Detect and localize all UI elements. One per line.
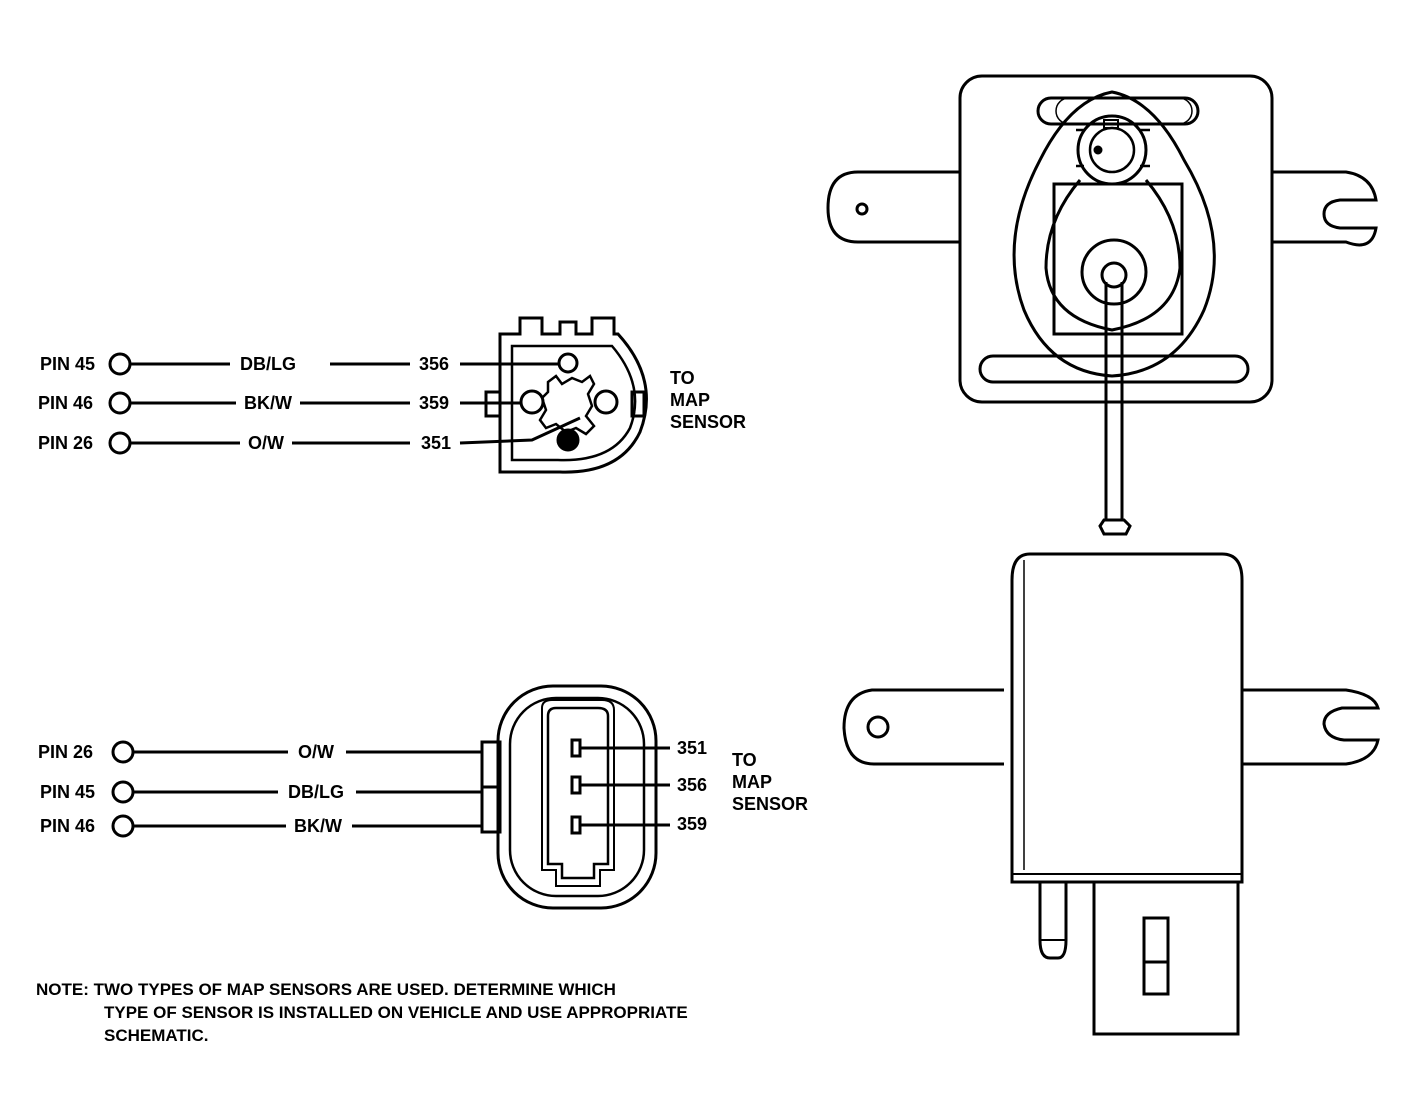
circuit-number-b1: 351 [677, 738, 707, 758]
to-map-sensor-b-line1: TO [732, 750, 757, 770]
pin-label-a2: PIN 46 [38, 393, 93, 413]
wire-a3-right [459, 416, 581, 445]
to-map-sensor-a-line2: MAP [670, 390, 710, 410]
circuit-number-a1: 356 [419, 354, 449, 374]
pin-terminal-a1 [108, 352, 132, 376]
circuit-number-a3: 351 [421, 433, 451, 453]
cavity-356 [557, 352, 579, 374]
wire-color-a2: BK/W [244, 393, 292, 413]
electrical-connector-icon [1076, 114, 1148, 186]
pin-terminal-b2 [111, 780, 135, 804]
note-line-2: TYPE OF SENSOR IS INSTALLED ON VEHICLE A… [104, 1003, 688, 1022]
map-sensor-type-2-illustration [842, 552, 1380, 1036]
cavity-359-right [593, 389, 619, 415]
pin-terminal-a2 [108, 391, 132, 415]
pin-label-b3: PIN 46 [40, 816, 95, 836]
note-line-3: SCHEMATIC. [104, 1026, 209, 1045]
connector-b-labels: PIN 26 PIN 45 PIN 46 O/W DB/LG BK/W 351 … [38, 738, 808, 836]
wire-color-a1: DB/LG [240, 354, 296, 374]
pin-label-a1: PIN 45 [40, 354, 95, 374]
electrical-connector-icon [1092, 880, 1240, 1036]
map-sensor-type-1-illustration [826, 74, 1378, 536]
pin-terminal-b1 [111, 740, 135, 764]
note-line-1: NOTE: TWO TYPES OF MAP SENSORS ARE USED.… [36, 980, 616, 999]
to-map-sensor-a-line3: SENSOR [670, 412, 746, 432]
to-map-sensor-b-line3: SENSOR [732, 794, 808, 814]
wire-color-b3: BK/W [294, 816, 342, 836]
wire-color-b2: DB/LG [288, 782, 344, 802]
pin-label-b1: PIN 26 [38, 742, 93, 762]
connector-a-labels: PIN 45 PIN 46 PIN 26 DB/LG BK/W O/W 356 … [38, 354, 746, 453]
pin-label-a3: PIN 26 [38, 433, 93, 453]
mounting-hole-icon [855, 202, 869, 216]
cavity-359-left [519, 389, 545, 415]
pin-terminal-a3 [108, 431, 132, 455]
circuit-number-b2: 356 [677, 775, 707, 795]
to-map-sensor-a-line1: TO [670, 368, 695, 388]
circuit-number-a2: 359 [419, 393, 449, 413]
wire-color-b1: O/W [298, 742, 334, 762]
cavity-356 [570, 775, 582, 795]
connector-a-schematic [108, 316, 648, 474]
pin-terminal-b3 [111, 814, 135, 838]
circuit-number-b3: 359 [677, 814, 707, 834]
connector-a-body [484, 316, 648, 474]
cavity-351 [570, 738, 582, 758]
connector-b-body [480, 684, 670, 910]
vacuum-port-icon [1038, 882, 1068, 960]
connector-b-schematic [111, 684, 670, 910]
wire-color-a3: O/W [248, 433, 284, 453]
to-map-sensor-b-line2: MAP [732, 772, 772, 792]
pin-label-b2: PIN 45 [40, 782, 95, 802]
cavity-359 [570, 815, 582, 835]
vacuum-nipple-icon [1098, 518, 1132, 536]
note-block: NOTE: TWO TYPES OF MAP SENSORS ARE USED.… [36, 980, 688, 1045]
cavity-351-filled [556, 428, 580, 452]
mounting-hole-icon [866, 715, 890, 739]
